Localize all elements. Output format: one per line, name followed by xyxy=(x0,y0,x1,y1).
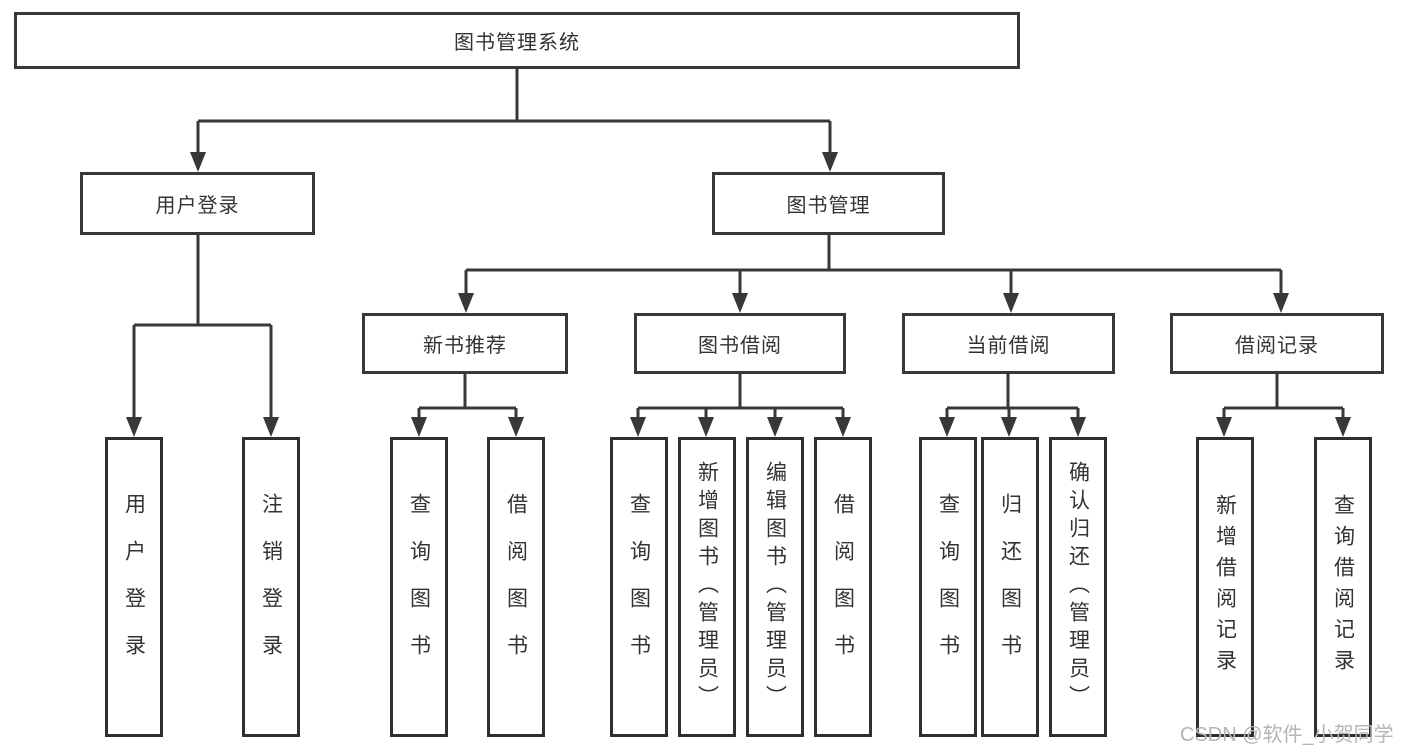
node-borrow-records-label: 借阅记录 xyxy=(1235,335,1319,357)
leaf-borrow-books: 借阅图书 xyxy=(814,437,872,737)
node-book-management-label: 图书管理 xyxy=(786,195,871,217)
leaf-add-books-admin: 新增图书（管理员） xyxy=(678,437,736,737)
leaf-logout-login: 注销登录 xyxy=(242,437,300,737)
leaf-query-borrow-record: 查询借阅记录 xyxy=(1314,437,1372,737)
leaf-add-borrow-record: 新增借阅记录 xyxy=(1196,437,1254,737)
node-new-book-recommend-label: 新书推荐 xyxy=(423,335,507,357)
leaf-add-books-admin-label: 新增图书（管理员） xyxy=(695,461,719,713)
node-root-system: 图书管理系统 xyxy=(14,12,1020,69)
node-book-borrow-label: 图书借阅 xyxy=(698,335,782,357)
node-book-borrow: 图书借阅 xyxy=(634,313,846,374)
arrowhead-icons xyxy=(126,152,1351,437)
leaf-confirm-return-admin-label: 确认归还（管理员） xyxy=(1066,461,1090,713)
leaf-borrow-books-label: 借阅图书 xyxy=(831,493,855,681)
leaf-query-books-current: 查询图书 xyxy=(919,437,977,737)
leaf-logout-login-label: 注销登录 xyxy=(259,493,283,681)
leaf-query-books-recommend: 查询图书 xyxy=(390,437,448,737)
leaf-query-books-recommend-label: 查询图书 xyxy=(407,493,431,681)
leaf-borrow-books-recommend-label: 借阅图书 xyxy=(504,493,528,681)
leaf-return-books: 归还图书 xyxy=(981,437,1039,737)
leaf-user-login-label: 用户登录 xyxy=(122,493,146,681)
leaf-return-books-label: 归还图书 xyxy=(998,493,1022,681)
node-root-label: 图书管理系统 xyxy=(454,32,580,54)
leaf-user-login: 用户登录 xyxy=(105,437,163,737)
leaf-confirm-return-admin: 确认归还（管理员） xyxy=(1049,437,1107,737)
node-current-borrow-label: 当前借阅 xyxy=(966,335,1051,357)
node-book-management: 图书管理 xyxy=(712,172,945,235)
leaf-query-books-borrow-label: 查询图书 xyxy=(627,493,651,681)
node-current-borrow: 当前借阅 xyxy=(902,313,1115,374)
leaf-query-books-borrow: 查询图书 xyxy=(610,437,668,737)
node-borrow-records: 借阅记录 xyxy=(1170,313,1384,374)
node-new-book-recommend: 新书推荐 xyxy=(362,313,568,374)
leaf-add-borrow-record-label: 新增借阅记录 xyxy=(1213,494,1237,680)
leaf-query-borrow-record-label: 查询借阅记录 xyxy=(1331,494,1355,680)
leaf-borrow-books-recommend: 借阅图书 xyxy=(487,437,545,737)
node-user-login-label: 用户登录 xyxy=(155,195,240,217)
node-user-login: 用户登录 xyxy=(80,172,315,235)
leaf-edit-books-admin-label: 编辑图书（管理员） xyxy=(763,461,787,713)
leaf-edit-books-admin: 编辑图书（管理员） xyxy=(746,437,804,737)
leaf-query-books-current-label: 查询图书 xyxy=(936,493,960,681)
csdn-watermark: CSDN @软件_小贺同学 xyxy=(1180,724,1394,746)
